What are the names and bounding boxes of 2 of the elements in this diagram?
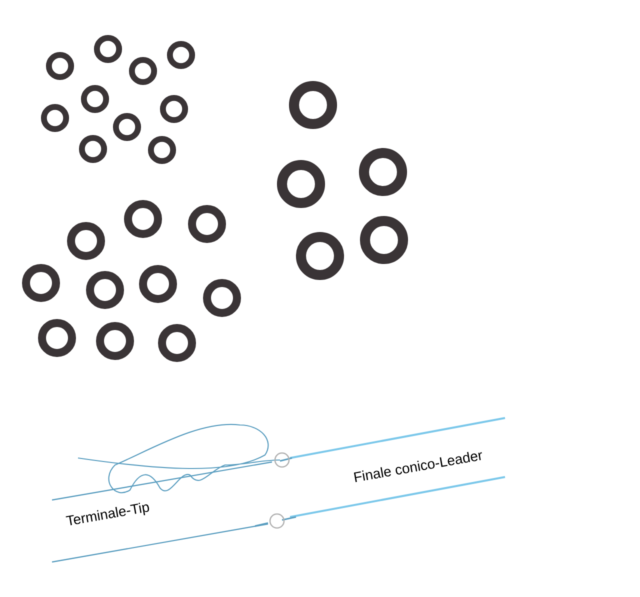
line-label: Terminale-Tip — [66, 502, 150, 526]
line-label: Finale conico-Leader — [354, 452, 482, 482]
